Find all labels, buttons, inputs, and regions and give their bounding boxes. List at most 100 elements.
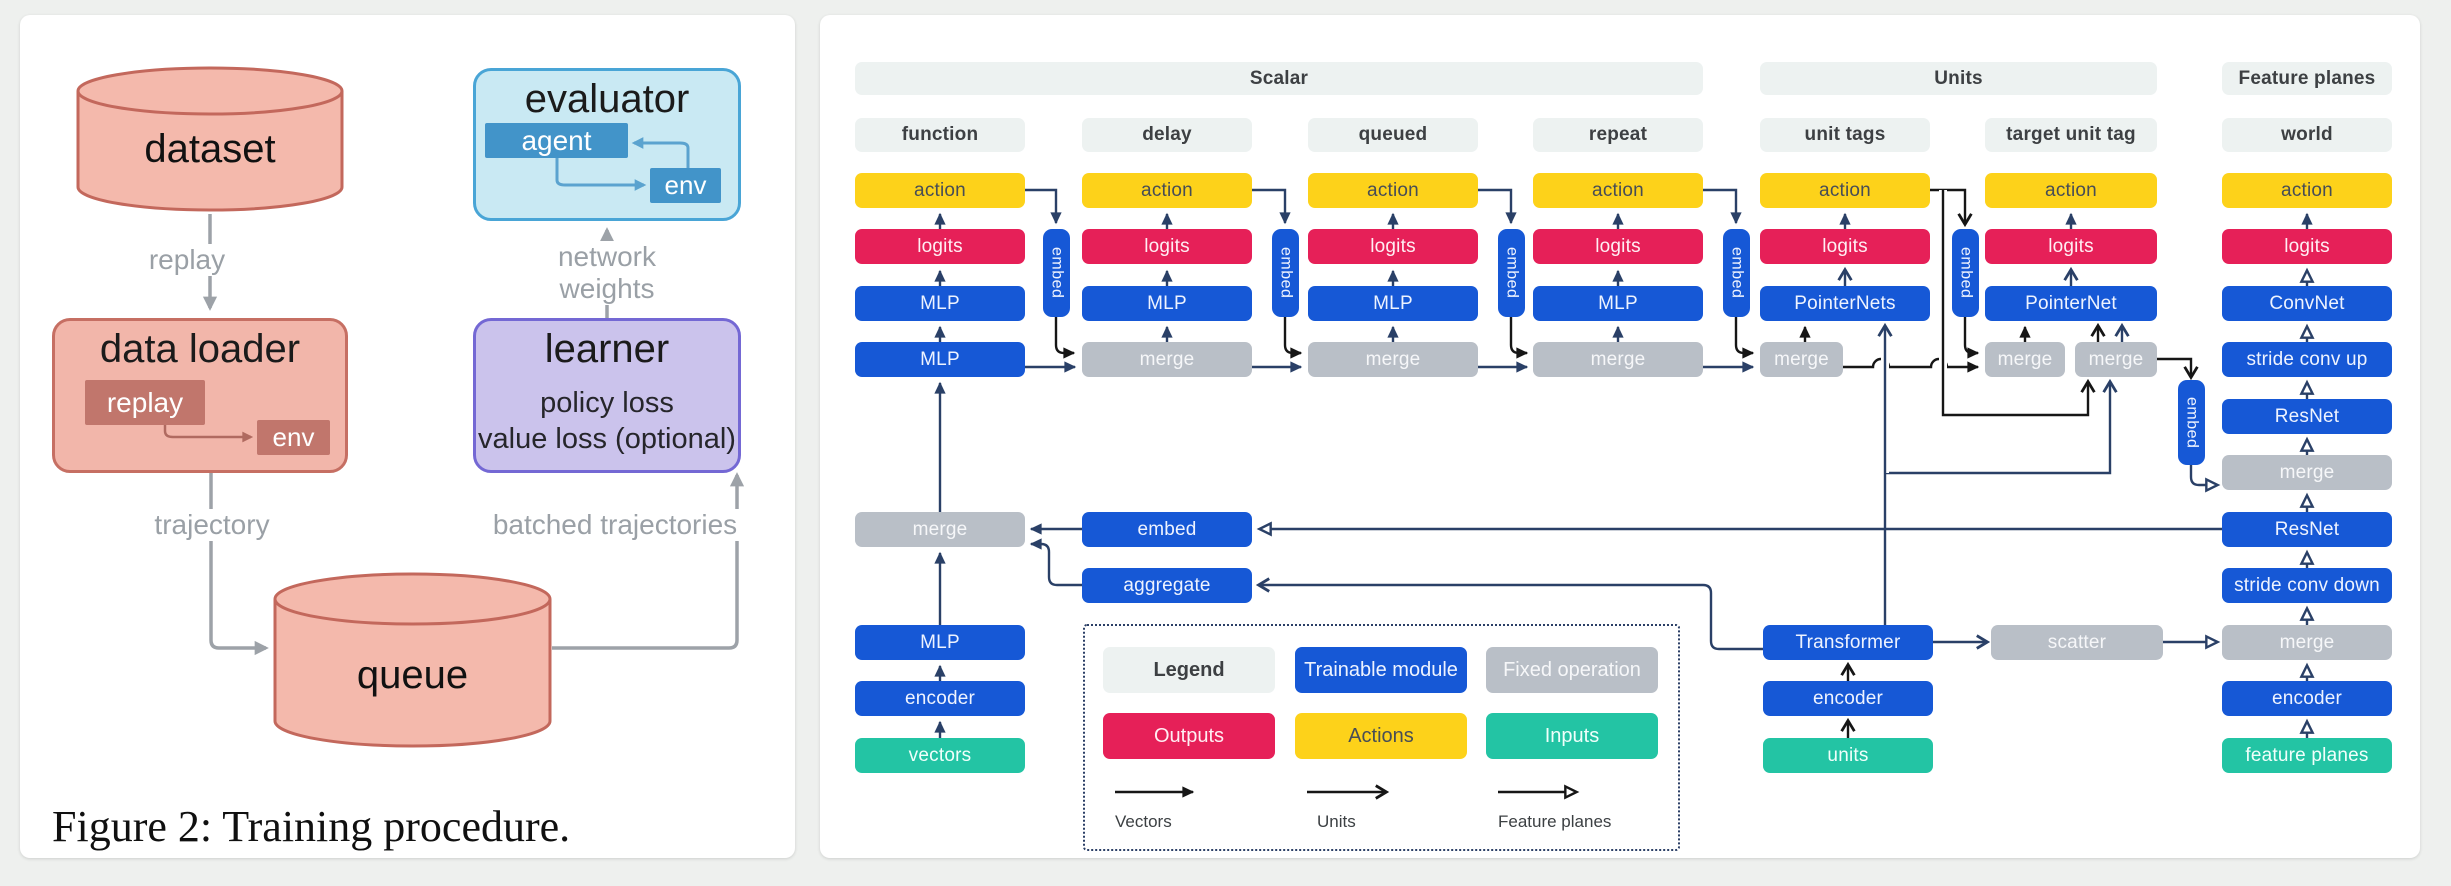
node-logits-repeat-label: logits xyxy=(1595,235,1641,257)
node-scatter: scatter xyxy=(1991,625,2163,660)
legend-outputs: Outputs xyxy=(1103,713,1275,759)
node-pointernet-target-unit-tag: PointerNet xyxy=(1985,286,2157,321)
group-header-units-label: Units xyxy=(1934,67,1983,89)
legend-actions: Actions xyxy=(1295,713,1467,759)
data-loader-title: data loader xyxy=(99,327,301,371)
node-vectors-input: vectors xyxy=(855,738,1025,773)
figure-caption: Figure 2: Training procedure. xyxy=(52,802,571,851)
dataset-label: dataset xyxy=(144,127,276,171)
edge xyxy=(1509,317,1529,359)
group-header-feature-planes: Feature planes xyxy=(2222,62,2392,95)
legend-arrow-samples xyxy=(1115,784,1678,800)
node-embed-repeat-unit-tags-label: embed xyxy=(1728,247,1746,299)
evaluator-title: evaluator xyxy=(524,77,690,121)
edge xyxy=(1054,317,1076,359)
evaluator-env-box: env xyxy=(650,168,721,203)
node-logits-function-label: logits xyxy=(917,235,963,257)
node-resnet-lower-world: ResNet xyxy=(2222,512,2392,547)
node-embed-function-delay: embed xyxy=(1043,229,1070,317)
node-action-function: action xyxy=(855,173,1025,208)
learner-policy-loss: policy loss xyxy=(540,387,674,419)
column-header-queued-label: queued xyxy=(1358,124,1428,145)
column-header-unit-tags: unit tags xyxy=(1760,118,1930,152)
node-embed-shared: embed xyxy=(1082,512,1252,547)
node-embed-unit-tags-target-label: embed xyxy=(1957,247,1975,299)
trajectory-label: trajectory xyxy=(148,509,276,542)
node-merge-target-right-label: merge xyxy=(2088,348,2144,370)
edge xyxy=(1734,317,1755,359)
replay-edge-label: replay xyxy=(132,244,242,277)
node-merge-repeat-label: merge xyxy=(1590,348,1646,370)
node-action-queued: action xyxy=(1308,173,1478,208)
node-pointernets-unit-tags: PointerNets xyxy=(1760,286,1930,321)
node-embed-target-world-label: embed xyxy=(2183,396,2201,449)
group-header-units: Units xyxy=(1760,62,2157,95)
node-merge-queued: merge xyxy=(1308,342,1478,377)
node-stride-conv-down-world-label: stride conv down xyxy=(2234,574,2380,596)
group-header-scalar: Scalar xyxy=(855,62,1703,95)
node-embed-queued-repeat: embed xyxy=(1498,229,1525,317)
node-logits-delay-label: logits xyxy=(1144,235,1190,257)
column-header-function: function xyxy=(855,118,1025,152)
edge xyxy=(1963,317,1980,359)
node-logits-target-unit-tag: logits xyxy=(1985,229,2157,264)
node-aggregate-shared-label: aggregate xyxy=(1123,574,1211,596)
node-encoder-units: encoder xyxy=(1763,681,1933,716)
node-action-world: action xyxy=(2222,173,2392,208)
node-merge-repeat: merge xyxy=(1533,342,1703,377)
legend-trainable-module: Trainable module xyxy=(1295,647,1467,693)
column-header-target-unit-tag: target unit tag xyxy=(1985,118,2157,152)
node-embed-repeat-unit-tags: embed xyxy=(1723,229,1750,317)
evaluator-agent-box: agent xyxy=(485,123,628,158)
column-header-delay: delay xyxy=(1082,118,1252,152)
node-action-repeat: action xyxy=(1533,173,1703,208)
node-embed-target-world: embed xyxy=(2178,380,2205,465)
column-header-function-label: function xyxy=(901,124,979,145)
node-mlp-function-upper-label: MLP xyxy=(920,292,960,314)
node-stride-conv-up-world: stride conv up xyxy=(2222,342,2392,377)
data-loader-env-box: env xyxy=(257,420,330,455)
node-action-queued-label: action xyxy=(1367,179,1419,201)
node-logits-target-unit-tag-label: logits xyxy=(2048,235,2094,257)
node-merge-lower-world-label: merge xyxy=(2279,631,2335,653)
node-merge-vectors-label: merge xyxy=(912,518,968,540)
node-mlp-function-lower: MLP xyxy=(855,342,1025,377)
node-mlp-queued: MLP xyxy=(1308,286,1478,321)
queue-label: queue xyxy=(356,653,469,697)
node-merge-unit-tags-label: merge xyxy=(1774,348,1829,370)
group-header-scalar-label: Scalar xyxy=(1249,67,1309,89)
node-logits-world-label: logits xyxy=(2284,235,2330,257)
node-units-input: units xyxy=(1763,738,1933,773)
node-transformer: Transformer xyxy=(1763,625,1933,660)
column-header-world: world xyxy=(2222,118,2392,152)
node-embed-function-delay-label: embed xyxy=(1048,247,1066,299)
column-header-repeat-label: repeat xyxy=(1588,124,1648,145)
node-action-target-unit-tag-label: action xyxy=(2045,179,2097,201)
node-action-function-label: action xyxy=(914,179,966,201)
node-feature-planes-input: feature planes xyxy=(2222,738,2392,773)
node-logits-delay: logits xyxy=(1082,229,1252,264)
node-merge-upper-world-label: merge xyxy=(2279,461,2335,483)
node-encoder-world: encoder xyxy=(2222,681,2392,716)
learner-box: learner policy loss value loss (optional… xyxy=(473,318,741,473)
edge xyxy=(1478,188,1517,225)
node-merge-target-left: merge xyxy=(1985,342,2065,377)
queue-cylinder xyxy=(273,572,552,748)
edge xyxy=(1255,577,1763,651)
node-embed-delay-queued: embed xyxy=(1272,229,1299,317)
edge xyxy=(2157,357,2199,381)
node-resnet-upper-world: ResNet xyxy=(2222,399,2392,434)
legend-inputs: Inputs xyxy=(1486,713,1658,759)
node-embed-unit-tags-target: embed xyxy=(1952,229,1979,317)
node-merge-queued-label: merge xyxy=(1365,348,1421,370)
legend-fixed-operation: Fixed operation xyxy=(1486,647,1658,693)
node-encoder-units-label: encoder xyxy=(1812,687,1884,709)
legend-feature-planes-label: Feature planes xyxy=(1498,812,1612,831)
node-mlp-function-upper: MLP xyxy=(855,286,1025,321)
node-pointernet-target-unit-tag-label: PointerNet xyxy=(2025,292,2117,314)
edge xyxy=(1252,188,1291,225)
node-mlp-repeat-label: MLP xyxy=(1598,292,1638,314)
node-stride-conv-up-world-label: stride conv up xyxy=(2246,348,2368,370)
node-mlp-delay-label: MLP xyxy=(1147,292,1187,314)
